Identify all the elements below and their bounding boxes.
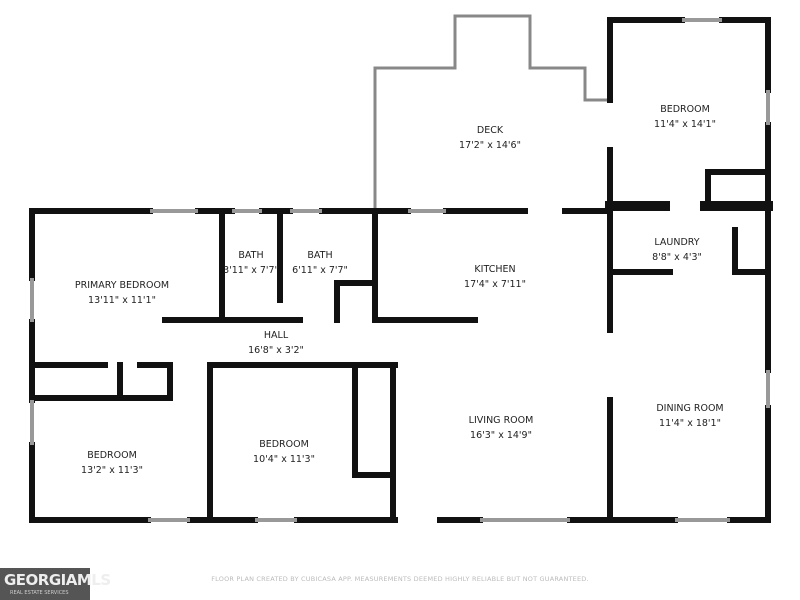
- room-dining-room: DINING ROOM 11'4" x 18'1": [656, 401, 723, 431]
- room-name: BEDROOM: [87, 450, 137, 461]
- room-deck: DECK 17'2" x 14'6": [459, 123, 521, 153]
- room-bedroom-left: BEDROOM 13'2" x 11'3": [81, 448, 143, 478]
- room-dims: 6'11" x 7'7": [292, 265, 348, 276]
- room-name: LAUNDRY: [654, 237, 700, 248]
- georgia-mls-logo: GEORGIAMLS REAL ESTATE SERVICES: [0, 568, 111, 600]
- room-dims: 11'4" x 14'1": [654, 119, 716, 130]
- windows: [30, 18, 770, 522]
- logo-subtext: REAL ESTATE SERVICES: [10, 590, 69, 596]
- room-name: DECK: [476, 125, 504, 136]
- room-dims: 16'3" x 14'9": [470, 430, 532, 441]
- room-bath-1: BATH 3'11" x 7'7": [223, 248, 279, 278]
- room-dims: 11'4" x 18'1": [659, 418, 721, 429]
- room-primary-bedroom: PRIMARY BEDROOM 13'11" x 11'1": [75, 278, 169, 308]
- room-dims: 13'11" x 11'1": [88, 295, 156, 306]
- room-name: PRIMARY BEDROOM: [74, 280, 170, 291]
- room-name: BATH: [238, 250, 264, 261]
- room-dims: 8'8" x 4'3": [652, 252, 702, 263]
- room-hall: HALL 16'8" x 3'2": [248, 328, 304, 358]
- room-dims: 17'4" x 7'11": [464, 279, 526, 290]
- disclaimer-footer: FLOOR PLAN CREATED BY CUBICASA APP. MEAS…: [211, 575, 589, 583]
- room-dims: 3'11" x 7'7": [223, 265, 279, 276]
- room-name: KITCHEN: [474, 264, 516, 275]
- room-name: BEDROOM: [660, 104, 710, 115]
- room-laundry: LAUNDRY 8'8" x 4'3": [652, 235, 702, 265]
- room-dims: 13'2" x 11'3": [81, 465, 143, 476]
- room-name: BATH: [307, 250, 333, 261]
- room-bath-2: BATH 6'11" x 7'7": [292, 248, 348, 278]
- room-name: LIVING ROOM: [468, 415, 534, 426]
- room-dims: 17'2" x 14'6": [459, 140, 521, 151]
- room-name: DINING ROOM: [656, 403, 724, 414]
- logo-text: GEORGIAMLS: [4, 571, 111, 589]
- room-living-room: LIVING ROOM 16'3" x 14'9": [469, 413, 534, 443]
- room-kitchen: KITCHEN 17'4" x 7'11": [464, 262, 526, 292]
- room-bedroom-upper: BEDROOM 11'4" x 14'1": [654, 102, 716, 132]
- walls: [29, 17, 773, 523]
- room-dims: 10'4" x 11'3": [253, 454, 315, 465]
- room-name: BEDROOM: [259, 439, 309, 450]
- room-bedroom-middle: BEDROOM 10'4" x 11'3": [253, 437, 315, 467]
- deck-outline: [373, 14, 610, 211]
- room-name: HALL: [263, 330, 289, 341]
- room-dims: 16'8" x 3'2": [248, 345, 304, 356]
